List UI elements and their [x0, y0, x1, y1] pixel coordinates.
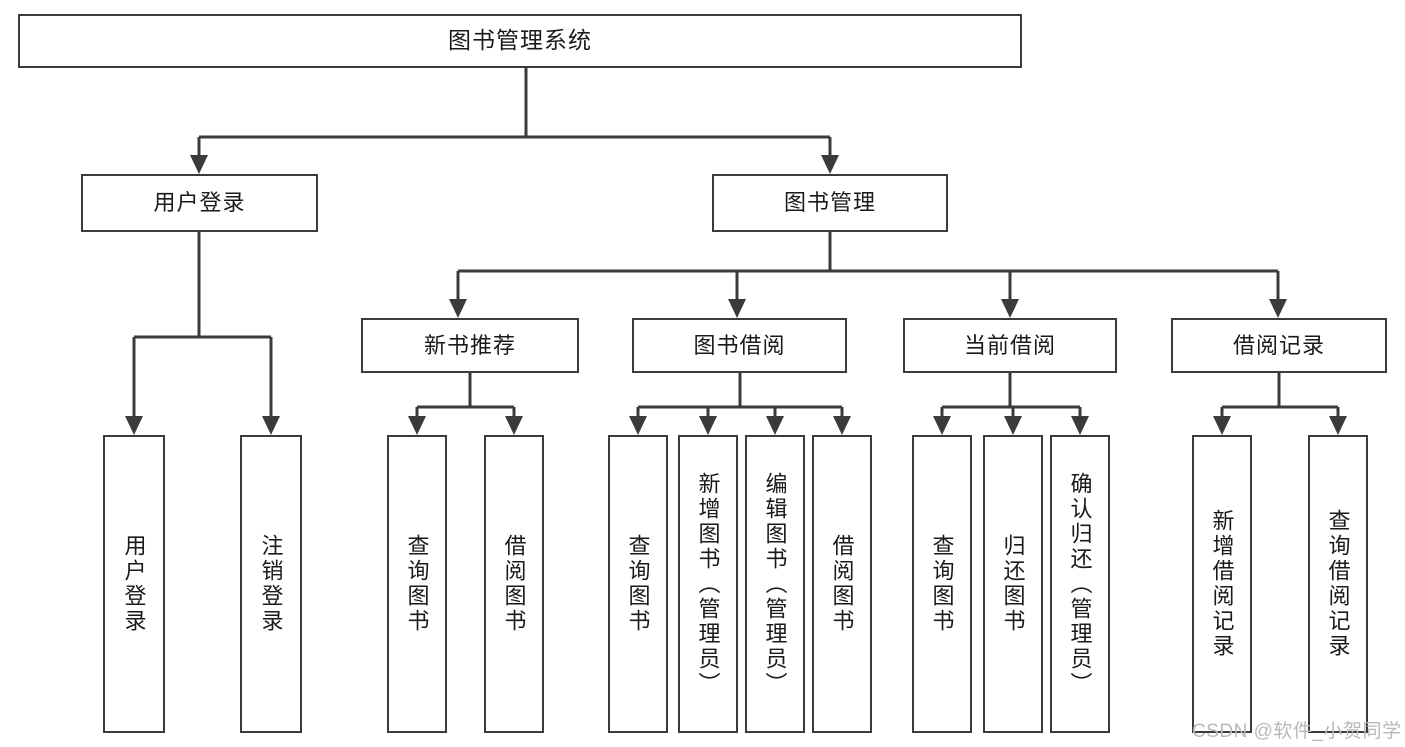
node-label: 查询图书 [929, 534, 955, 634]
node-label: 新书推荐 [423, 332, 516, 358]
leaf-query-book-current[interactable]: 查询图书 [912, 435, 972, 733]
leaf-borrow-book-recommend[interactable]: 借阅图书 [484, 435, 544, 733]
leaf-query-book[interactable]: 查询图书 [608, 435, 668, 733]
node-label: 借阅图书 [829, 534, 855, 634]
leaf-query-borrow-record[interactable]: 查询借阅记录 [1308, 435, 1368, 733]
node-label: 图书管理 [783, 190, 876, 216]
leaf-logout[interactable]: 注销登录 [240, 435, 302, 733]
leaf-user-login[interactable]: 用户登录 [103, 435, 165, 733]
node-label: 查询图书 [404, 534, 430, 634]
node-book-management[interactable]: 图书管理 [712, 174, 948, 232]
watermark-text: CSDN @软件_小贺同学 [1192, 721, 1402, 742]
node-root-system[interactable]: 图书管理系统 [18, 14, 1022, 68]
node-label: 图书管理系统 [448, 27, 592, 54]
node-label: 用户登录 [153, 190, 246, 216]
node-label: 查询图书 [625, 534, 651, 634]
leaf-borrow-book[interactable]: 借阅图书 [812, 435, 872, 733]
node-label: 注销登录 [258, 534, 284, 634]
leaf-confirm-return-admin[interactable]: 确认归还（管理员） [1050, 435, 1110, 733]
leaf-edit-book-admin[interactable]: 编辑图书（管理员） [745, 435, 805, 733]
node-label: 当前借阅 [963, 332, 1056, 358]
leaf-add-borrow-record[interactable]: 新增借阅记录 [1192, 435, 1252, 733]
node-label: 编辑图书（管理员） [762, 471, 788, 697]
node-book-borrow[interactable]: 图书借阅 [632, 318, 847, 373]
node-label: 借阅记录 [1232, 332, 1325, 358]
node-label: 新增图书（管理员） [695, 471, 721, 697]
node-label: 新增借阅记录 [1209, 509, 1235, 659]
node-label: 用户登录 [121, 534, 147, 634]
node-user-login[interactable]: 用户登录 [81, 174, 318, 232]
node-label: 查询借阅记录 [1325, 509, 1351, 659]
node-label: 图书借阅 [693, 332, 786, 358]
node-new-book-recommend[interactable]: 新书推荐 [361, 318, 579, 373]
node-label: 归还图书 [1000, 534, 1026, 634]
node-label: 确认归还（管理员） [1067, 471, 1093, 697]
node-borrow-records[interactable]: 借阅记录 [1171, 318, 1387, 373]
node-label: 借阅图书 [501, 534, 527, 634]
node-current-borrow[interactable]: 当前借阅 [903, 318, 1117, 373]
leaf-query-book-recommend[interactable]: 查询图书 [387, 435, 447, 733]
leaf-add-book-admin[interactable]: 新增图书（管理员） [678, 435, 738, 733]
leaf-return-book[interactable]: 归还图书 [983, 435, 1043, 733]
